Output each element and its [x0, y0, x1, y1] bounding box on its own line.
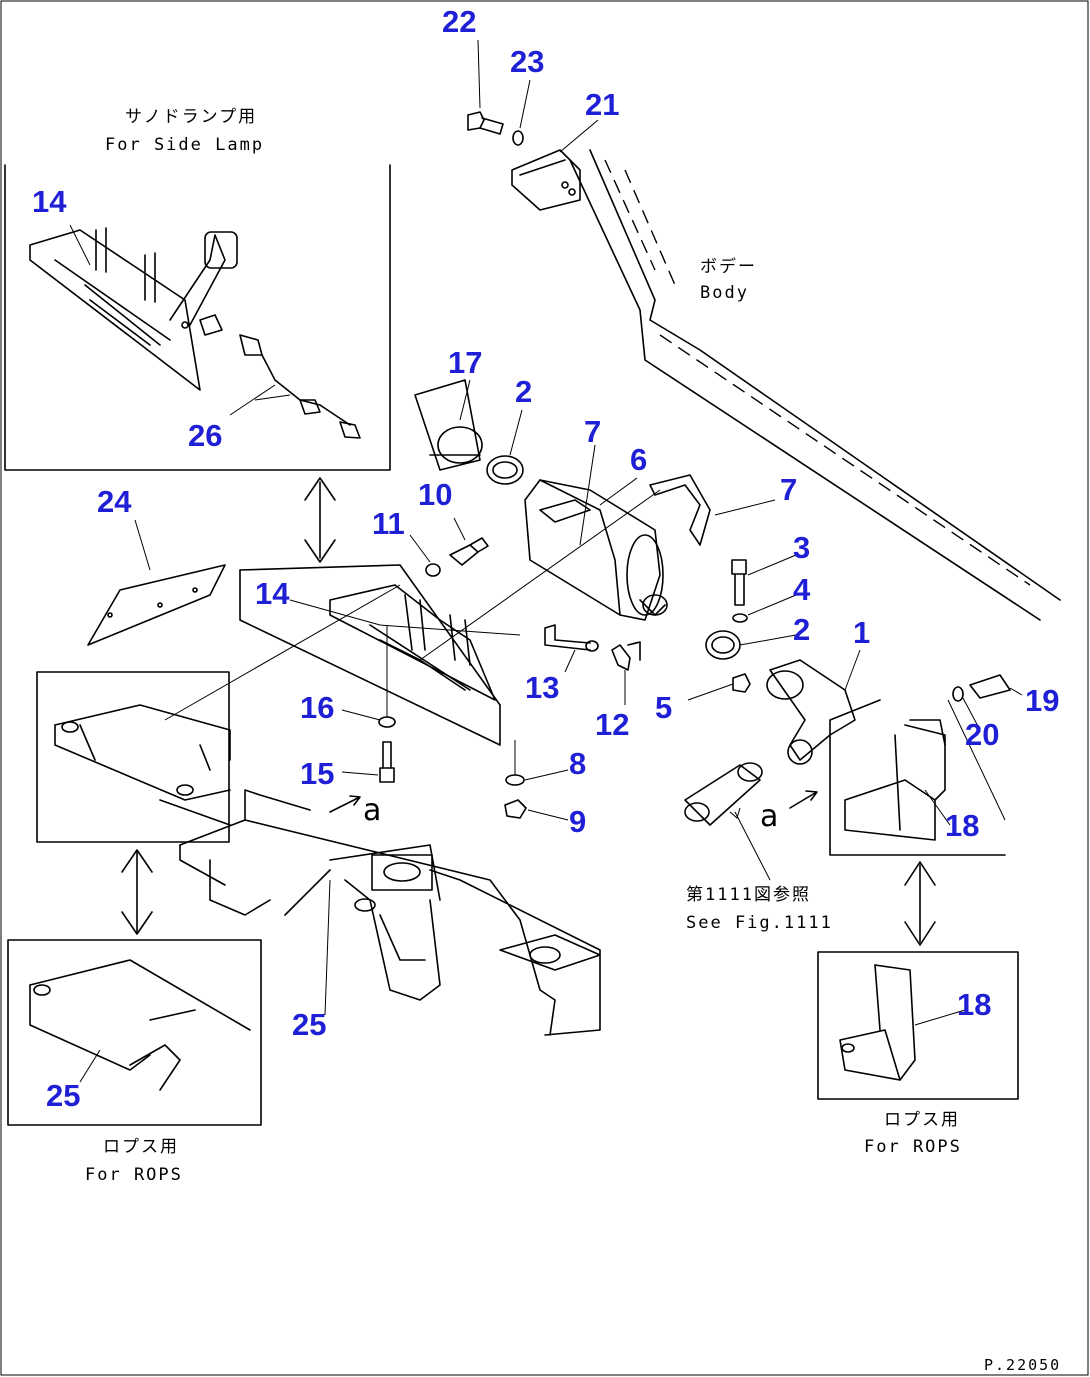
part-17-pipe [414, 379, 483, 471]
part-24-cover [87, 564, 226, 646]
pipe-reference [684, 762, 763, 826]
part-15-bolt [379, 741, 395, 783]
caption-body-en: Body [700, 283, 749, 303]
callout-16: 16 [300, 690, 334, 725]
callout-5: 5 [655, 690, 672, 725]
part-21-lamp-bracket [511, 149, 581, 211]
callout-14-main: 14 [255, 576, 290, 611]
callout-18-top: 18 [945, 808, 979, 843]
callout-18-bottom: 18 [957, 987, 991, 1022]
marker-arrow-a1 [329, 795, 361, 813]
part-4-washer [732, 613, 748, 623]
callout-26: 26 [188, 418, 222, 453]
callout-6: 6 [630, 442, 647, 477]
callout-2-top: 2 [515, 374, 532, 409]
part-23-washer [512, 130, 524, 146]
callout-17: 17 [448, 345, 482, 380]
callout-4: 4 [793, 572, 811, 607]
callout-23: 23 [510, 44, 544, 79]
double-arrow-right [904, 861, 936, 946]
caption-side-lamp-jp: サノドランプ用 [125, 107, 257, 127]
caption-rops-left-jp: ロプス用 [103, 1137, 179, 1157]
part-10-bolt [449, 537, 489, 566]
callout-21: 21 [585, 87, 619, 122]
part-16-washer [378, 625, 396, 728]
callout-2-mid: 2 [793, 612, 810, 647]
part-3-bolt [731, 559, 747, 606]
callout-1: 1 [853, 615, 870, 650]
captions: サノドランプ用 For Side Lamp ボデー Body 第1111図参照 … [85, 107, 962, 1185]
callout-24: 24 [97, 484, 132, 519]
callout-9: 9 [569, 804, 586, 839]
double-arrow-top [304, 477, 336, 563]
callout-20: 20 [965, 717, 999, 752]
side-lamp-inset [4, 164, 391, 471]
part-19-bolt [969, 674, 1011, 699]
part-11-nut [425, 563, 441, 577]
part-7-band-left [539, 499, 591, 523]
part-8-washer [505, 740, 525, 786]
callout-19: 19 [1025, 683, 1059, 718]
callout-25-main: 25 [292, 1007, 326, 1042]
callout-22: 22 [442, 4, 476, 39]
callout-14-inset: 14 [32, 184, 67, 219]
callout-12: 12 [595, 707, 629, 742]
caption-rops-left-en: For ROPS [85, 1165, 183, 1185]
marker-a1: a [363, 793, 381, 828]
marker-a2: a [760, 799, 778, 834]
caption-rops-right-en: For ROPS [864, 1137, 962, 1157]
rops-inset-right-top [829, 699, 1006, 856]
caption-fig-ref-jp: 第1111図参照 [686, 885, 811, 905]
callout-13: 13 [525, 670, 559, 705]
marker-arrow-a2 [789, 790, 818, 809]
callout-25-inset: 25 [46, 1078, 80, 1113]
callout-3: 3 [793, 530, 810, 565]
part-22-bolt [467, 111, 504, 135]
rops-inset-left [7, 939, 262, 1126]
leader-lines [69, 39, 1023, 1083]
caption-rops-right-jp: ロプス用 [884, 1110, 960, 1130]
callout-10: 10 [418, 477, 452, 512]
drawing-code: P.22050 [984, 1356, 1061, 1374]
callout-8: 8 [569, 746, 586, 781]
part-20-washer [952, 686, 964, 702]
callout-11: 11 [372, 506, 405, 541]
part-12-elbow [611, 641, 641, 671]
part-7-band-right [649, 474, 711, 546]
part-2-clamp-mid [705, 630, 741, 660]
frame-inset-left [36, 671, 231, 843]
callout-15: 15 [300, 756, 334, 791]
rops-inset-right-bottom [817, 951, 1019, 1100]
caption-body-jp: ボデー [700, 256, 757, 277]
body-outline [569, 149, 1061, 621]
callouts: 22 23 21 14 26 17 2 7 6 7 24 10 11 14 3 … [32, 4, 1059, 1113]
callout-7-left: 7 [584, 414, 601, 449]
part-2-clamp-top [486, 455, 524, 485]
caption-side-lamp-en: For Side Lamp [105, 135, 264, 155]
part-13-ubolt [544, 624, 599, 652]
caption-fig-ref-en: See Fig.1111 [686, 913, 833, 933]
part-1-tailpipe [766, 659, 856, 765]
callout-7-right: 7 [780, 472, 797, 507]
part-9-nut [504, 799, 527, 819]
part-25-frame [179, 789, 601, 1036]
double-arrow-left [121, 849, 153, 935]
part-6-muffler [524, 479, 668, 621]
part-5-nut [732, 673, 751, 693]
